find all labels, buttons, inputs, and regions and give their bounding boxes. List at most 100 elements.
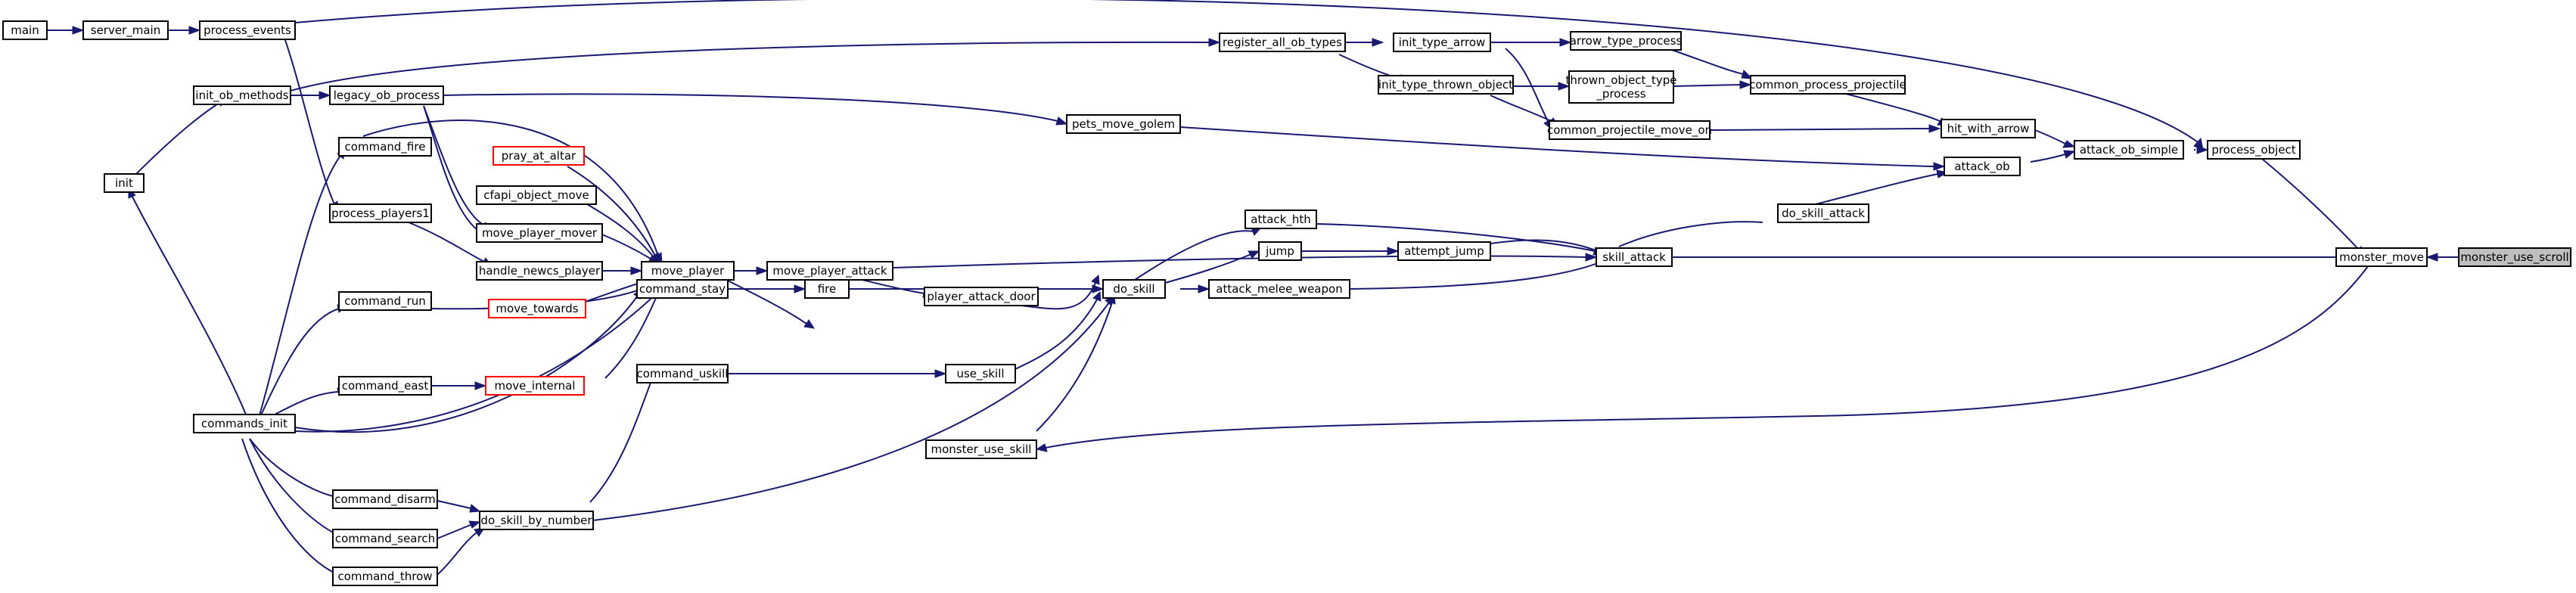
edge-commands_init-command_fire [256, 147, 346, 424]
edge-hit_with_arrow-attack_ob_simple [2034, 129, 2076, 148]
node-command_throw[interactable]: command_throw [332, 567, 438, 586]
node-move_internal[interactable]: move_internal [485, 376, 585, 396]
edge-init_type_thrown-thrown_process [1513, 82, 1571, 91]
node-command_uskill[interactable]: command_uskill [636, 364, 729, 383]
node-jump[interactable]: jump [1258, 241, 1302, 261]
node-move_towards[interactable]: move_towards [488, 299, 586, 318]
node-attack_melee_weapon[interactable]: attack_melee_weapon [1208, 279, 1350, 299]
node-command_fire[interactable]: command_fire [338, 137, 432, 157]
node-do_skill_by_number[interactable]: do_skill_by_number [479, 511, 594, 530]
node-label: do_skill [1113, 282, 1154, 296]
node-hit_with_arrow[interactable]: hit_with_arrow [1941, 119, 2036, 138]
edge-common_process_projectile-hit_with_arrow [1845, 93, 1949, 126]
node-label: move_player_attack [772, 264, 887, 278]
node-thrown_object_type_process[interactable]: thrown_object_type_process [1566, 70, 1677, 104]
node-attack_ob_simple[interactable]: attack_ob_simple [2074, 140, 2184, 160]
edge-do_skill-attack_hth [1134, 227, 1262, 281]
node-label: attack_ob_simple [2080, 143, 2178, 157]
node-label: commands_init [201, 417, 287, 431]
node-skill_attack[interactable]: skill_attack [1596, 247, 1673, 267]
edge-command_uskill-use_skill [728, 369, 947, 378]
edge-commands_init-command_search [249, 438, 348, 540]
node-attack_ob[interactable]: attack_ob [1944, 157, 2021, 176]
node-label: move_player [651, 264, 725, 278]
edge-command_stay-fire [728, 284, 806, 293]
node-process_players1[interactable]: process_players1 [329, 203, 432, 223]
node-process_object[interactable]: process_object [2207, 140, 2301, 160]
node-register_all_ob_types[interactable]: register_all_ob_types [1219, 33, 1346, 52]
node-commands_init[interactable]: commands_init [193, 414, 296, 433]
node-label: init_ob_methods [195, 88, 288, 103]
edge-thrown_process-common_process_projectile [1673, 80, 1752, 89]
edge-search-do_skill_by_number [437, 520, 481, 539]
edge-do_skill_attack-attack_ob [1815, 169, 1949, 205]
node-common_process_projectile[interactable]: common_process_projectile [1749, 75, 1906, 95]
node-move_player_mover[interactable]: move_player_mover [476, 223, 603, 243]
edge-do_skill-jump [1164, 250, 1260, 284]
node-init_type_arrow[interactable]: init_type_arrow [1393, 33, 1491, 52]
node-move_player[interactable]: move_player [641, 261, 735, 281]
node-label: monster_use_skill [931, 442, 1032, 457]
node-label: monster_move [2339, 250, 2424, 265]
node-attack_hth[interactable]: attack_hth [1244, 210, 1317, 229]
node-fire[interactable]: fire [804, 279, 850, 299]
node-process_events[interactable]: process_events [199, 20, 296, 40]
edge-disarm-do_skill_by_number [437, 500, 481, 513]
node-cfapi_object_move[interactable]: cfapi_object_move [476, 185, 597, 205]
node-do_skill[interactable]: do_skill [1102, 279, 1166, 299]
edge-command_uskill-do_skill_by_number [589, 382, 651, 503]
node-main[interactable]: main [2, 20, 48, 40]
node-init_type_thrown_object[interactable]: init_type_thrown_object [1378, 75, 1514, 95]
edge-monster_use_skill-do_skill [1036, 293, 1116, 432]
edge-monster_move-monster_use_skill [1035, 265, 2369, 452]
node-label: player_attack_door [927, 290, 1036, 304]
node-label: move_player_mover [482, 226, 598, 241]
node-label: command_stay [639, 282, 726, 296]
node-label: process_players1 [331, 206, 430, 221]
node-label: pets_move_golem [1072, 117, 1175, 132]
edge-init-init_ob_methods [134, 96, 228, 176]
edge-process_events-process_object [294, 0, 2204, 151]
node-player_attack_door[interactable]: player_attack_door [924, 287, 1039, 306]
edge-server_main-process_events [168, 26, 201, 35]
node-label: command_throw [337, 570, 432, 584]
edge-move_player-fire [726, 279, 816, 329]
node-do_skill_attack[interactable]: do_skill_attack [1777, 203, 1869, 223]
edge-pets_move_golem-attack_ob [1179, 126, 1946, 171]
node-server_main[interactable]: server_main [82, 20, 169, 40]
node-label: command_run [344, 294, 426, 309]
node-init[interactable]: init [104, 173, 144, 193]
node-arrow_type_process[interactable]: arrow_type_process [1570, 31, 1683, 51]
node-command_stay[interactable]: command_stay [636, 279, 729, 299]
edge-jump-attempt_jump [1301, 247, 1400, 256]
node-command_disarm[interactable]: command_disarm [332, 489, 438, 509]
node-use_skill[interactable]: use_skill [945, 364, 1016, 383]
node-label: server_main [91, 23, 160, 38]
node-command_search[interactable]: command_search [332, 529, 438, 548]
node-monster_use_scroll[interactable]: monster_use_scroll [2458, 247, 2571, 267]
node-attempt_jump[interactable]: attempt_jump [1397, 241, 1491, 261]
node-label: use_skill [956, 367, 1004, 381]
edge-do_skill-attack_melee_weapon [1180, 284, 1210, 293]
node-label: pray_at_altar [502, 149, 576, 163]
node-pray_at_altar[interactable]: pray_at_altar [493, 146, 585, 166]
node-init_ob_methods[interactable]: init_ob_methods [193, 85, 291, 105]
node-label: fire [818, 282, 837, 296]
node-move_player_attack[interactable]: move_player_attack [766, 261, 893, 281]
edge-attack_melee_weapon-skill_attack [1349, 256, 1612, 290]
edge-commands_init-command_throw [241, 438, 348, 579]
edge-commands_init-init [128, 188, 250, 424]
node-legacy_ob_process[interactable]: legacy_ob_process [329, 85, 444, 105]
node-command_run[interactable]: command_run [338, 291, 432, 311]
node-handle_newcs_player[interactable]: handle_newcs_player [476, 261, 603, 281]
node-command_east[interactable]: command_east [338, 376, 432, 396]
node-label: main [11, 23, 39, 37]
edge-move_player_attack-skill_attack [892, 253, 1598, 269]
node-monster_move[interactable]: monster_move [2335, 247, 2428, 267]
edge-mover-move_player [601, 234, 660, 265]
node-pets_move_golem[interactable]: pets_move_golem [1066, 114, 1181, 134]
node-common_projectile_move_on[interactable]: common_projectile_move_on [1547, 120, 1712, 140]
node-label: do_skill_attack [1782, 206, 1865, 221]
node-monster_use_skill[interactable]: monster_use_skill [925, 439, 1037, 459]
